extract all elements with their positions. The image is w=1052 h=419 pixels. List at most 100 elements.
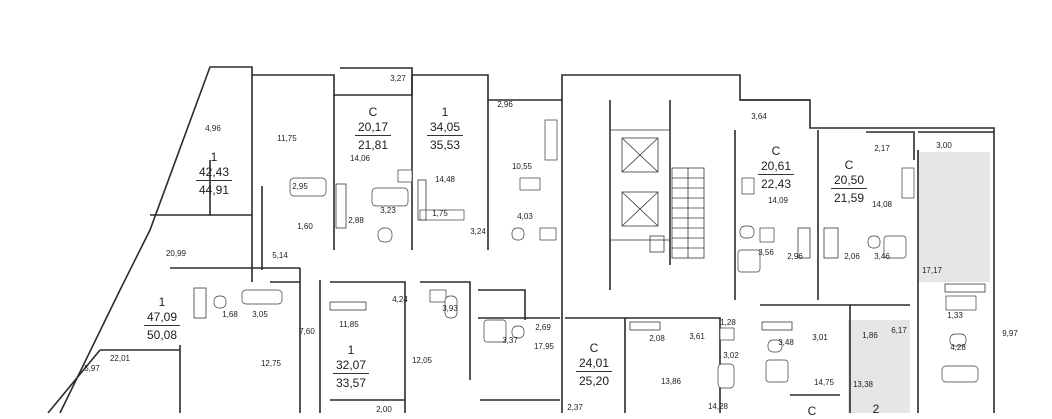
interior-walls <box>100 75 919 413</box>
apartment-label-c-20-17: С 20,17 21,81 <box>354 105 392 153</box>
room-area-label: 3,01 <box>812 333 828 342</box>
room-area-label: 10,55 <box>511 162 533 171</box>
apartment-type: 1 <box>441 105 449 119</box>
apartment-label-2: 2 <box>873 402 880 417</box>
apartment-type: 1 <box>158 295 166 309</box>
storage-strips <box>193 179 986 331</box>
apartment-label-1-47: 1 47,09 50,08 <box>143 295 181 343</box>
apartment-type: С <box>807 404 817 418</box>
apartment-living-area: 20,50 <box>830 173 868 190</box>
room-area-label: 3,05 <box>252 310 268 319</box>
apartment-total-area: 50,08 <box>146 328 178 343</box>
loggia-shade-right <box>918 152 990 282</box>
room-area-label: 3,37 <box>502 336 518 345</box>
room-area-label: 5,97 <box>84 364 100 373</box>
apartment-type: 2 <box>872 402 880 416</box>
apartment-living-area: 47,09 <box>143 310 181 327</box>
apartment-living-area: 20,17 <box>354 120 392 137</box>
apartment-total-area: 21,81 <box>357 138 389 153</box>
room-area-label: 4,24 <box>392 295 408 304</box>
room-area-label: 11,75 <box>277 134 297 143</box>
room-area-label: 14,28 <box>707 402 729 411</box>
stair-core <box>609 129 705 259</box>
room-area-label: 2,06 <box>844 252 860 261</box>
apartment-type: С <box>589 341 599 355</box>
room-area-label: 14,06 <box>349 154 371 163</box>
room-area-label: 5,14 <box>272 251 288 260</box>
apartment-type: 1 <box>347 343 355 357</box>
apartment-label-c-20-61: С 20,61 22,43 <box>757 144 795 192</box>
room-area-label: 1,86 <box>862 331 878 340</box>
room-area-label: 2,95 <box>292 182 308 191</box>
room-area-label: 14,08 <box>871 200 893 209</box>
room-area-label: 2,17 <box>874 144 890 153</box>
apartment-type: С <box>368 105 378 119</box>
apartment-type: С <box>771 144 781 158</box>
room-area-label: 3,61 <box>689 332 705 341</box>
room-area-label: 3,23 <box>380 206 396 215</box>
room-area-label: 7,60 <box>299 327 315 336</box>
apartment-total-area: 35,53 <box>429 138 461 153</box>
room-area-label: 3,24 <box>470 227 486 236</box>
apartment-label-1-42: 1 42,43 44,91 <box>195 150 233 198</box>
room-area-label: 17,95 <box>533 342 555 351</box>
room-area-label: 13,86 <box>660 377 682 386</box>
apartment-label-1-34: 1 34,05 35,53 <box>426 105 464 153</box>
room-area-label: 22,01 <box>109 354 131 363</box>
loggia-shade-bottom <box>848 320 910 413</box>
room-area-label: 14,48 <box>434 175 456 184</box>
room-area-label: 2,96 <box>497 100 513 109</box>
room-area-label: 3,02 <box>723 351 739 360</box>
room-area-label: 6,17 <box>891 326 907 335</box>
room-area-label: 1,60 <box>297 222 313 231</box>
room-area-label: 3,64 <box>751 112 767 121</box>
room-area-label: 3,93 <box>442 304 458 313</box>
apartment-type: 1 <box>210 150 218 164</box>
exterior-walls <box>47 66 995 413</box>
apartment-living-area: 20,61 <box>757 159 795 176</box>
apartment-label-c-bottom: С <box>808 404 817 419</box>
room-area-label: 17,17 <box>921 266 943 275</box>
apartment-label-1-32: 1 32,07 33,57 <box>332 343 370 391</box>
apartment-label-c-20-50: С 20,50 21,59 <box>830 158 868 206</box>
room-area-label: 3,46 <box>874 252 890 261</box>
room-area-label: 3,48 <box>778 338 794 347</box>
apartment-living-area: 32,07 <box>332 358 370 375</box>
room-area-label: 1,68 <box>222 310 238 319</box>
room-area-label: 2,69 <box>535 323 551 332</box>
room-area-label: 3,27 <box>390 74 406 83</box>
apartment-type: С <box>844 158 854 172</box>
room-area-label: 1,75 <box>432 209 448 218</box>
apartment-total-area: 25,20 <box>578 374 610 389</box>
room-area-label: 2,88 <box>348 216 364 225</box>
apartment-label-c-24-01: С 24,01 25,20 <box>575 341 613 389</box>
apartment-living-area: 24,01 <box>575 356 613 373</box>
apartment-total-area: 21,59 <box>833 191 865 206</box>
apartment-total-area: 22,43 <box>760 177 792 192</box>
room-area-label: 4,03 <box>517 212 533 221</box>
apartment-total-area: 44,91 <box>198 183 230 198</box>
room-area-label: 14,75 <box>813 378 835 387</box>
room-area-label: 11,85 <box>339 320 359 329</box>
room-area-label: 4,28 <box>950 343 966 352</box>
room-area-label: 4,96 <box>205 124 221 133</box>
room-area-label: 14,09 <box>767 196 789 205</box>
room-area-label: 9,97 <box>1002 329 1018 338</box>
room-area-label: 1,33 <box>947 311 963 320</box>
room-area-label: 3,00 <box>936 141 952 150</box>
apartment-total-area: 33,57 <box>335 376 367 391</box>
room-area-label: 2,00 <box>376 405 392 414</box>
room-area-label: 1,28 <box>720 318 736 327</box>
room-area-label: 12,75 <box>260 359 282 368</box>
apartment-living-area: 34,05 <box>426 120 464 137</box>
room-area-label: 12,05 <box>411 356 433 365</box>
room-area-label: 20,99 <box>165 249 187 258</box>
room-area-label: 2,37 <box>567 403 583 412</box>
room-area-label: 3,56 <box>758 248 774 257</box>
room-area-label: 2,08 <box>649 334 665 343</box>
room-area-label: 2,96 <box>787 252 803 261</box>
room-area-label: 13,38 <box>852 380 874 389</box>
fixtures <box>213 119 979 389</box>
apartment-living-area: 42,43 <box>195 165 233 182</box>
